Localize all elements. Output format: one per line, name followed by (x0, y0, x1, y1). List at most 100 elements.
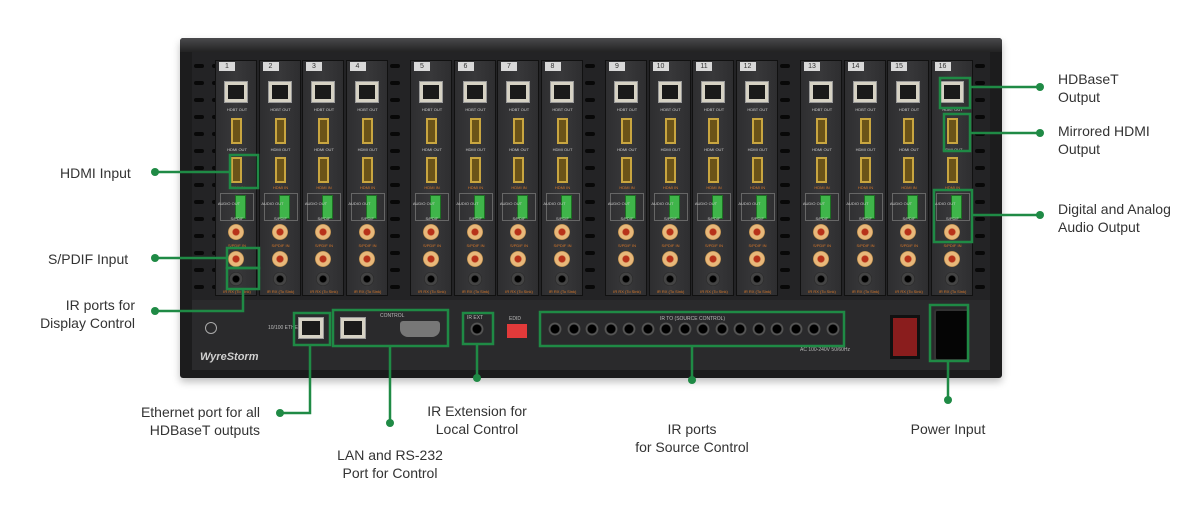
audio-out-label: AUDIO OUT (217, 201, 241, 206)
vent-slot (194, 64, 204, 68)
spdif-output-port (943, 224, 960, 240)
vent-slot (194, 149, 204, 153)
ir-rx-label: IR RX (To Sink) (548, 289, 577, 294)
spdif-input-port (315, 251, 331, 267)
vent-slot (780, 268, 790, 272)
ir-rx-label: IR RX (To Sink) (223, 289, 251, 294)
ir-display-port (901, 272, 915, 286)
ir-source-port (733, 322, 747, 336)
spdif-in-label: S/PDIF IN (704, 243, 723, 248)
chassis-top-edge (180, 38, 1002, 52)
slot-number: 15 (891, 62, 907, 71)
hdmi-output-port (513, 118, 524, 144)
hdbt-out-label: HDBT OUT (855, 107, 876, 112)
vent-slot (780, 217, 790, 221)
spdif-in-label: S/PDIF IN (899, 243, 918, 248)
vent-slot (585, 166, 595, 170)
ir-source-label: IR TO (SOURCE CONTROL) (660, 316, 726, 322)
brand-logo: WyreStorm (200, 351, 259, 363)
hdmi-input-port (469, 157, 481, 183)
spdif-input-port (228, 251, 244, 267)
ir-source-port (659, 322, 673, 336)
vent-slot (780, 166, 790, 170)
spdif-label: S/PDIF (512, 216, 526, 221)
slot-number: 8 (544, 62, 561, 71)
ir-rx-label: IR RX (To Sink) (266, 289, 295, 294)
ir-rx-label: IR RX (To Sink) (461, 289, 490, 294)
ir-rx-label: IR RX (To Sink) (808, 289, 836, 294)
audio-block (610, 193, 644, 221)
spdif-in-label: S/PDIF IN (943, 243, 962, 248)
audio-out-label: AUDIO OUT (261, 201, 284, 206)
audio-block (545, 193, 580, 221)
audio-block (307, 193, 341, 221)
vent-slot (390, 81, 400, 85)
vent-slot (780, 234, 790, 238)
ir-rx-label: IR RX (To Sink) (418, 289, 446, 294)
audio-out-label: AUDIO OUT (889, 201, 913, 206)
vent-slot (780, 251, 790, 255)
vent-slot (390, 251, 400, 255)
vent-slot (194, 98, 204, 102)
spdif-label: S/PDIF (317, 216, 331, 221)
hdmi-input-port (903, 157, 914, 183)
vent-slot (585, 132, 595, 136)
hdmi-output-port (361, 118, 373, 144)
vent-slot (975, 64, 985, 68)
vent-slot (780, 81, 790, 85)
spdif-output-port (553, 224, 570, 240)
ir-display-port (706, 272, 720, 286)
hdbaset-output-port (896, 81, 920, 103)
spdif-label: S/PDIF (902, 216, 916, 221)
vent-slot (585, 200, 595, 204)
hdbaset-output-port (354, 81, 379, 103)
hdbaset-output-port (614, 81, 638, 103)
hdbt-out-label: HDBT OUT (508, 107, 530, 112)
audio-out-label: AUDIO OUT (694, 201, 718, 206)
analog-audio-terminal (907, 195, 918, 219)
hdmi-output-port (946, 118, 958, 144)
hdmi-out-label: HDMI OUT (552, 147, 573, 152)
edid-dip-switch (507, 324, 527, 338)
power-switch (890, 315, 920, 359)
hdmi-out-label: HDMI OUT (812, 147, 832, 152)
spdif-input-port (705, 251, 721, 267)
ir-rx-label: IR RX (To Sink) (743, 289, 772, 294)
vent-slot (585, 98, 595, 102)
ir-ext-label: IR EXT (467, 315, 484, 321)
vent-slot (780, 132, 790, 136)
audio-out-label: AUDIO OUT (607, 201, 631, 206)
hdmi-in-label: HDMI IN (662, 185, 679, 190)
audio-out-label: AUDIO OUT (412, 201, 436, 206)
vent-slot (390, 217, 400, 221)
slot-number: 2 (262, 62, 279, 71)
ethernet-port-label: 10/100 ETHERNET (268, 325, 312, 331)
hdbt-out-label: HDBT OUT (747, 107, 768, 112)
lan-port (340, 317, 366, 339)
analog-audio-terminal (517, 195, 528, 219)
vent-slot (194, 132, 204, 136)
hdmi-out-label: HDMI OUT (465, 147, 486, 152)
audio-block (805, 193, 839, 221)
ir-display-port (749, 272, 764, 286)
vent-slot (585, 251, 595, 255)
slot-number: 7 (501, 62, 517, 71)
hdmi-in-label: HDMI IN (619, 185, 635, 190)
spdif-label: S/PDIF (664, 216, 677, 221)
hdmi-in-label: HDMI IN (424, 185, 440, 190)
hdmi-output-port (708, 118, 719, 144)
vent-slot (780, 183, 790, 187)
vent-slot (975, 268, 985, 272)
spdif-output-port (358, 224, 375, 240)
vent-slot (390, 98, 400, 102)
ir-source-port (770, 322, 784, 336)
vent-slot (585, 285, 595, 289)
spdif-output-port (271, 224, 288, 240)
vent-slot (975, 200, 985, 204)
spdif-output-port (813, 224, 829, 240)
spdif-label: S/PDIF (751, 216, 764, 221)
